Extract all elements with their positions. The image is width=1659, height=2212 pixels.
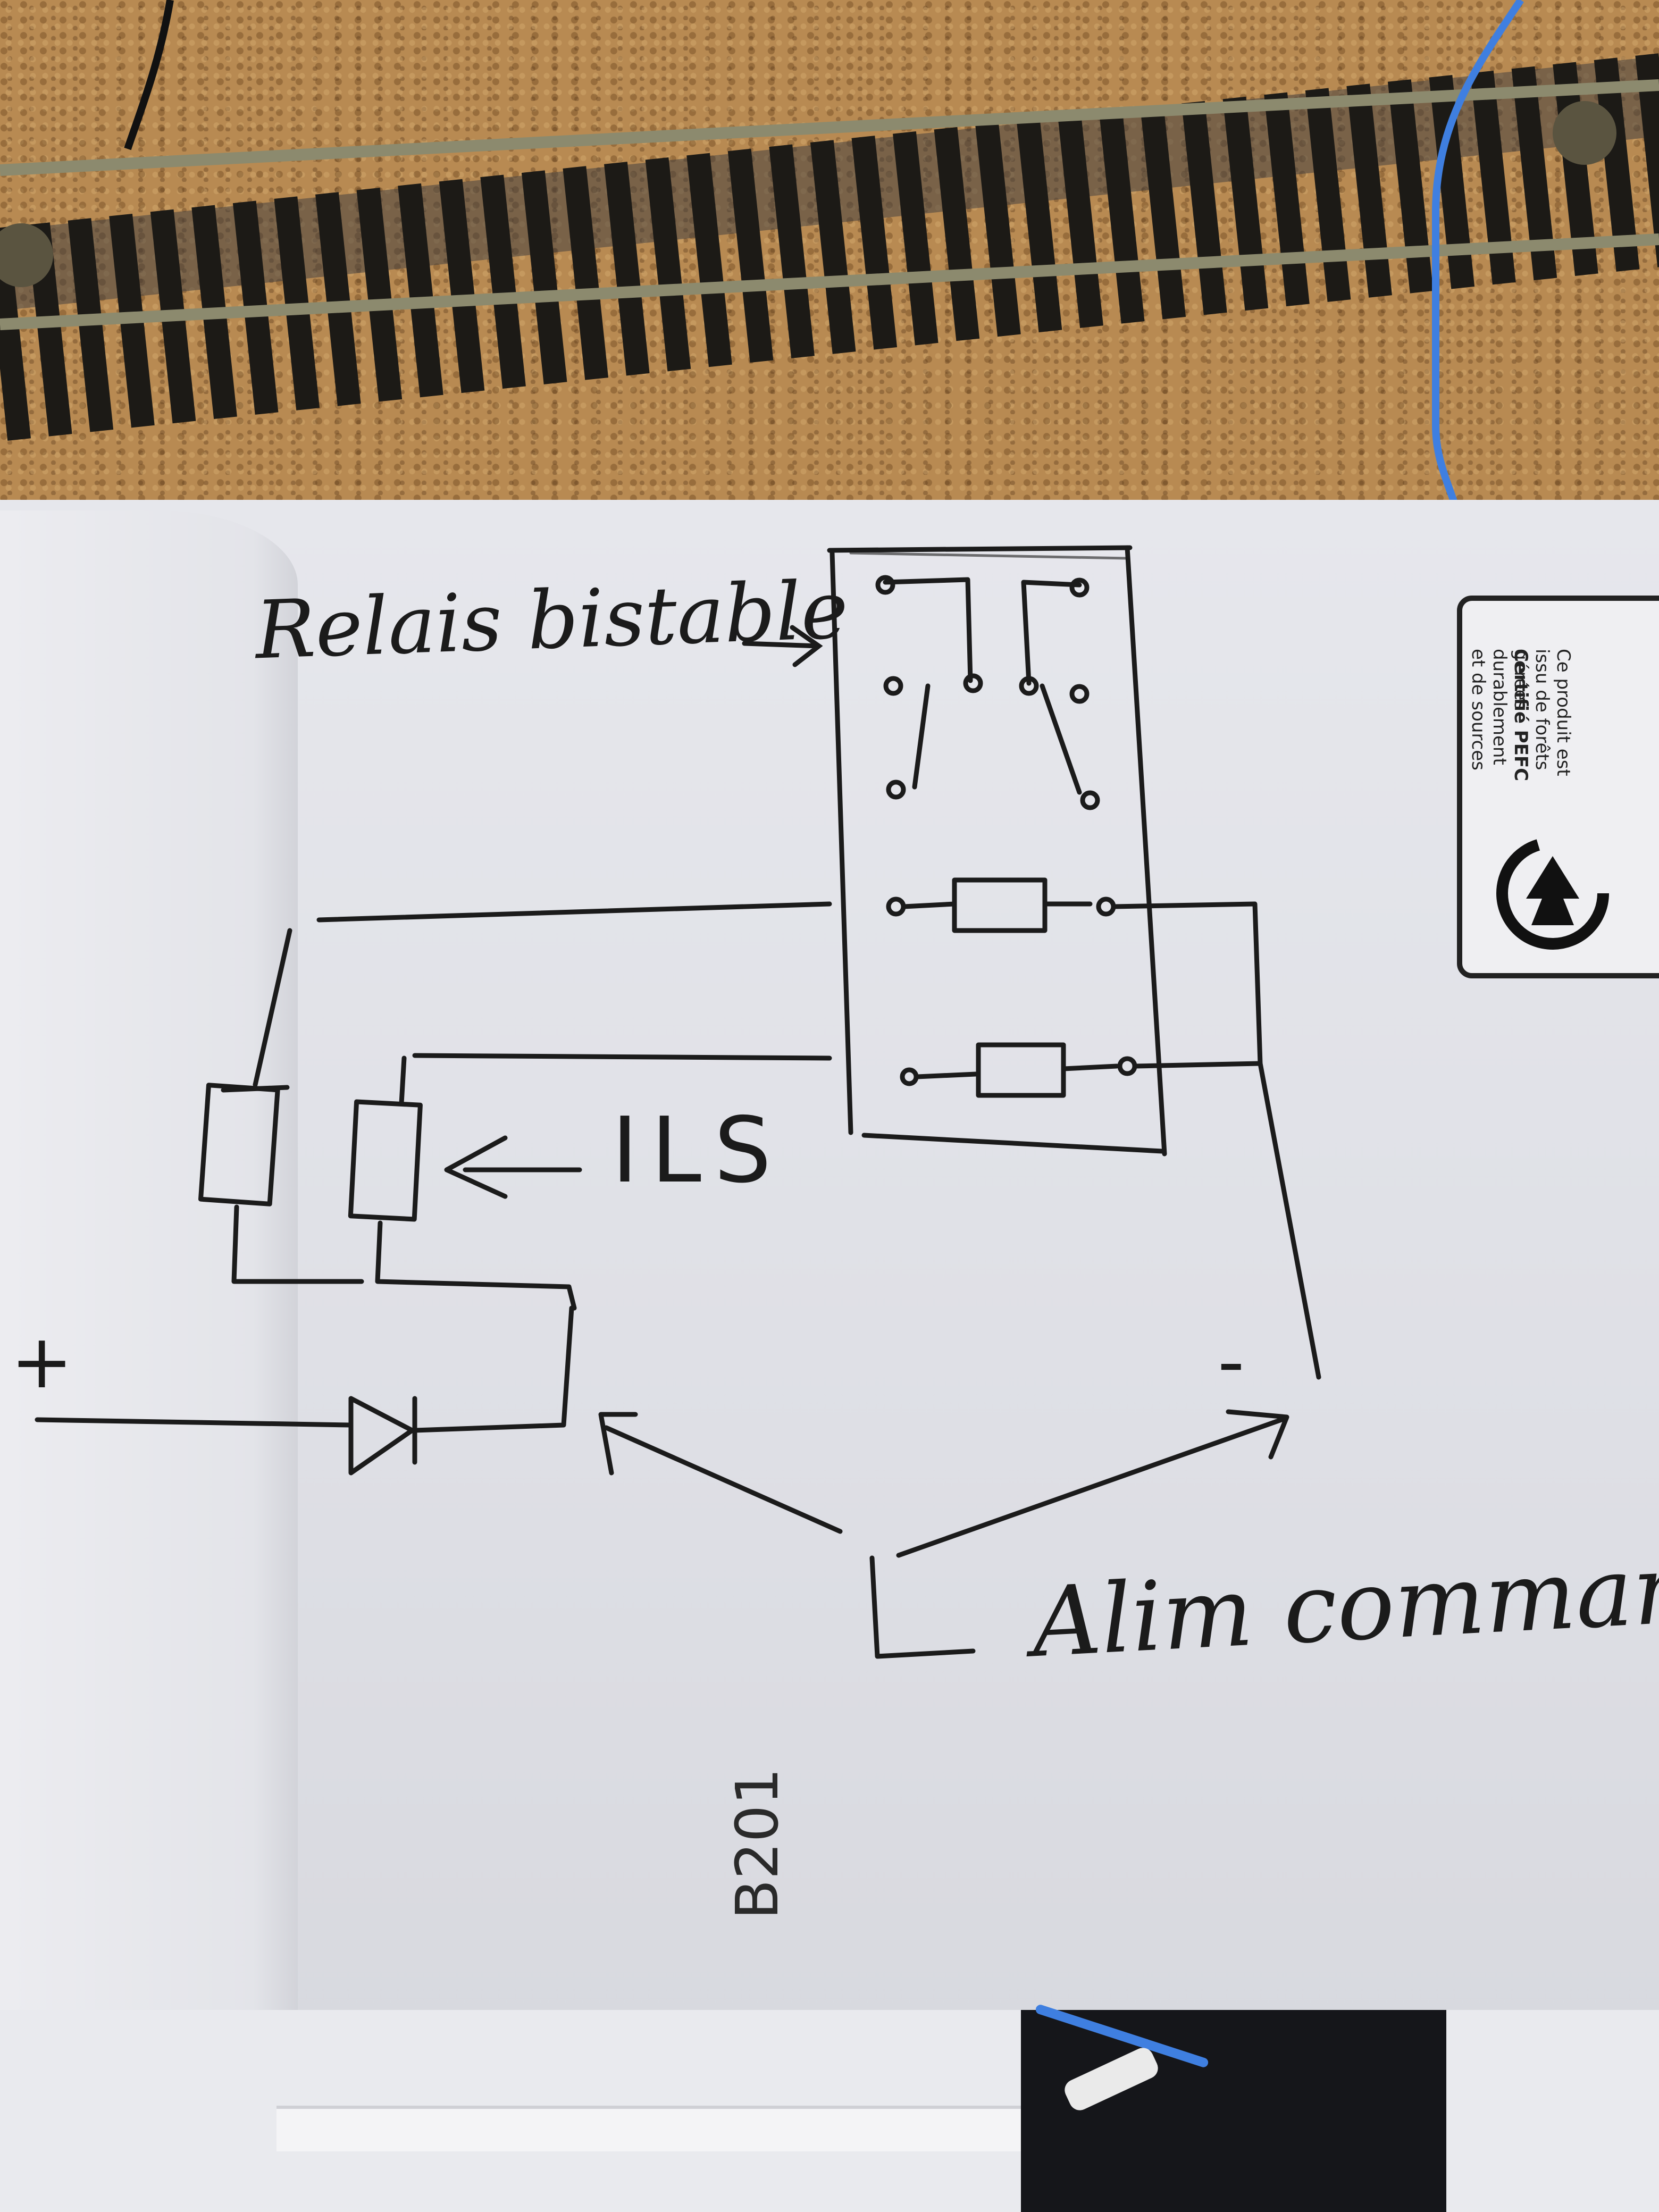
- rail-bottom: [0, 233, 1659, 330]
- paper-code: B201: [723, 1767, 791, 1920]
- alim-arrow-left: [598, 1412, 843, 1534]
- track-sleeper: [810, 140, 856, 354]
- plus-terminal-label: +: [11, 1319, 73, 1405]
- track-sleeper: [1511, 66, 1557, 281]
- track-sleeper: [563, 166, 609, 380]
- track-sleeper: [1016, 118, 1062, 332]
- relay-coil-1: [886, 877, 1116, 933]
- track-sleeper: [934, 127, 980, 341]
- relay-label-arrow: [742, 625, 823, 667]
- track-sleeper: [1058, 114, 1103, 328]
- track-sleeper: [0, 227, 31, 441]
- track-sleeper: [521, 170, 567, 384]
- relay-coil-2: [900, 1042, 1137, 1098]
- black-wire: [124, 0, 174, 150]
- model-railway-track: [0, 0, 1659, 512]
- track-sleeper: [480, 174, 526, 389]
- track-sleeper: [1429, 75, 1475, 289]
- track-sleeper: [851, 136, 898, 350]
- track-sleeper: [315, 192, 361, 406]
- track-screw-left: [0, 223, 53, 287]
- track-sleeper: [769, 144, 815, 358]
- track-sleeper: [686, 153, 732, 367]
- ils-reed-switch-2: [348, 1055, 577, 1311]
- wire-coil1-left: [316, 901, 832, 923]
- track-sleeper: [1387, 79, 1434, 294]
- blue-wire: [1432, 0, 1524, 512]
- track-sleeper: [1305, 88, 1351, 302]
- relay-box: [827, 545, 1167, 1157]
- track-sleeper: [1346, 83, 1392, 298]
- pefc-tree-logo-icon: [1496, 837, 1609, 950]
- tray-rail: [276, 2106, 1021, 2151]
- track-sleeper: [975, 122, 1021, 337]
- alim-arrow-right: [896, 1409, 1289, 1558]
- cable-bundle: [1021, 2010, 1446, 2212]
- track-sleeper: [398, 183, 443, 398]
- minus-terminal-label: -: [1218, 1319, 1245, 1405]
- track-sleeper: [727, 148, 774, 363]
- positive-line: [35, 1305, 574, 1476]
- track-sleeper: [1470, 70, 1516, 285]
- ils-reed-switch-1: [198, 928, 364, 1284]
- track-screw-right: [1553, 101, 1616, 165]
- wire-coil1-right: [1111, 901, 1263, 1066]
- track-sleeper: [645, 157, 691, 372]
- track-sleeper: [604, 162, 650, 376]
- ils-pointer-arrow: [444, 1135, 582, 1199]
- paper-fold: [0, 510, 298, 2212]
- rail-top: [0, 79, 1659, 176]
- track-sleeper: [1635, 53, 1659, 267]
- pefc-sticker: Certifié PEFC Ce produit est issu de for…: [1457, 596, 1659, 978]
- ils-label: ILS: [611, 1098, 784, 1203]
- wire-coil2-left: [412, 1053, 832, 1061]
- track-sleeper: [893, 131, 939, 346]
- alim-bracket: [869, 1555, 976, 1659]
- track-sleeper: [356, 188, 403, 402]
- pefc-text: Ce produit est issu de forêts gérées dur…: [1468, 649, 1574, 776]
- relay-contacts: [875, 575, 1100, 810]
- wire-coil2-right: [1133, 1061, 1321, 1380]
- track-sleeper: [439, 179, 485, 393]
